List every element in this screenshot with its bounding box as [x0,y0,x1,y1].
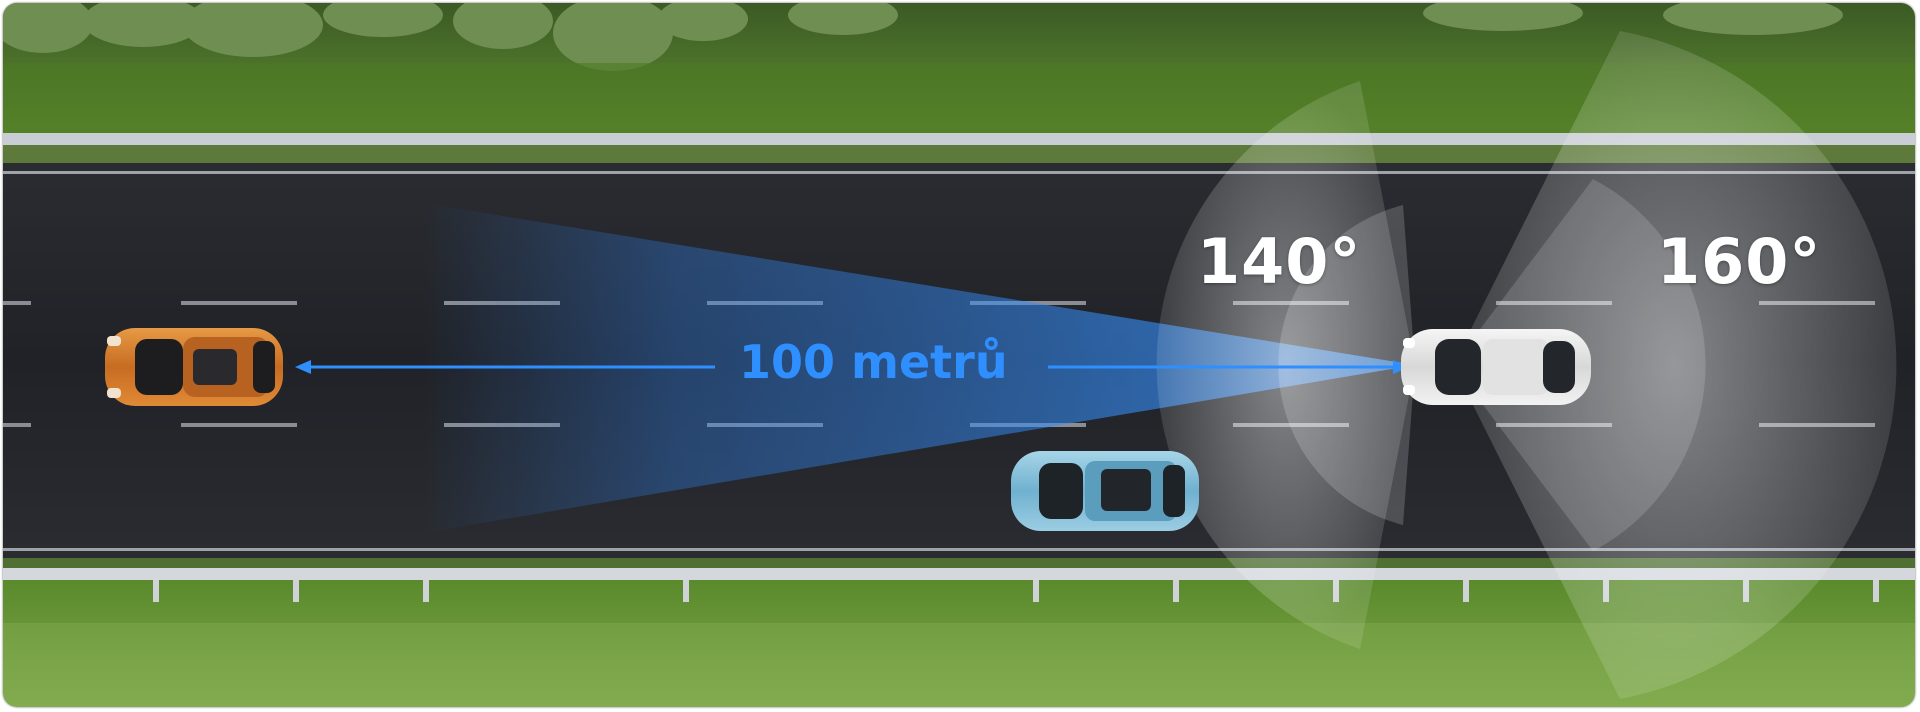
distance-label: 100 metrů [739,335,1008,389]
front-camera-field-inner [1278,205,1415,525]
distance-arrow [295,360,1409,374]
ego-white-car [1401,329,1591,405]
orange-car [105,328,283,406]
scene-frame: 140° 160° 100 metrů [3,3,1915,707]
blue-car [1011,451,1199,531]
guard-rail-top [3,133,1915,145]
tree-line [3,3,1843,71]
front-angle-label: 140° [1197,225,1362,298]
front-camera-field-outer [1156,81,1415,649]
guard-rail-bottom [3,568,1915,580]
rear-camera-field-outer [1453,31,1897,699]
rear-angle-label: 160° [1657,225,1822,298]
radar-beam [423,203,1415,533]
road-scene [3,3,1915,707]
